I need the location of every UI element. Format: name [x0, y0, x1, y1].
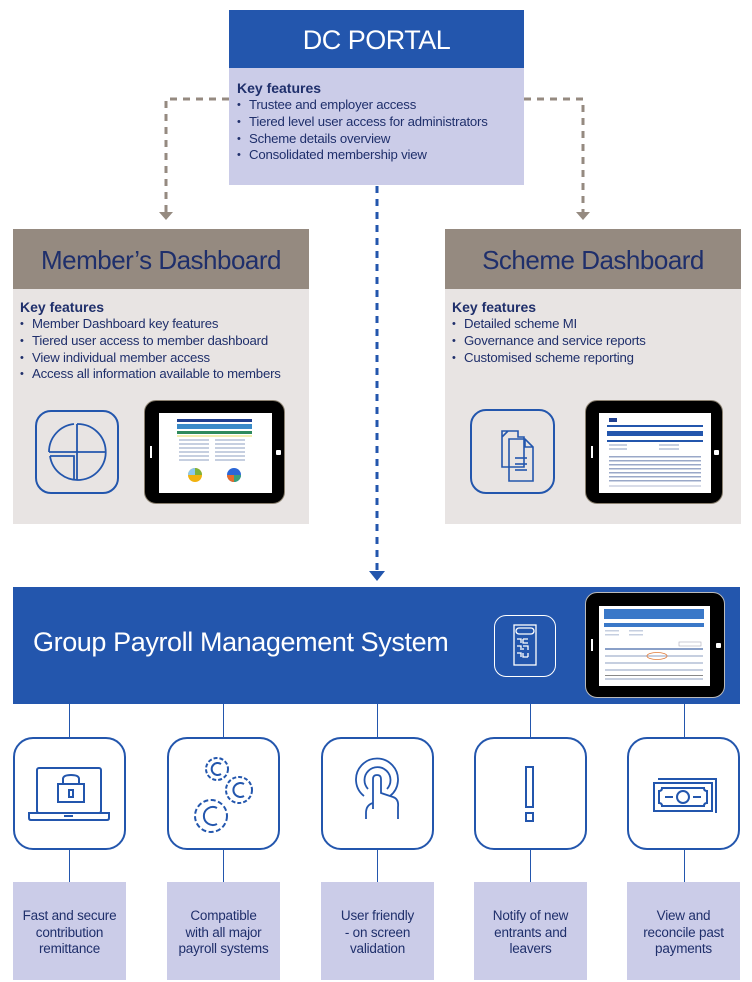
dc-portal-box: DC PORTAL Key features Trustee and emplo…: [229, 10, 524, 185]
member-dashboard-tablet-image: [144, 400, 285, 504]
feature-box-reconcile: View and reconcile past payments: [627, 882, 740, 980]
key-features-label: Key features: [20, 299, 105, 315]
feature-box-secure: Fast and secure contribution remittance: [13, 882, 126, 980]
feature-icon-box-notify: [474, 737, 587, 850]
arrowhead-member: [159, 212, 173, 220]
gears-icon: [194, 757, 253, 833]
feature-label-line: - on screen: [344, 924, 411, 940]
documents-icon-box: [470, 409, 555, 494]
list-item: Member Dashboard key features: [20, 316, 302, 333]
gpms-tablet-image: [585, 592, 725, 698]
feature-label-line: User friendly: [340, 908, 415, 923]
banknote-icon: [653, 778, 717, 813]
connector-line: [69, 850, 70, 882]
gpms-banner: Group Payroll Management System: [13, 587, 740, 704]
calculator-icon: [513, 624, 537, 666]
list-item: Detailed scheme MI: [452, 316, 734, 333]
list-item: Trustee and employer access: [237, 97, 516, 114]
calculator-icon-box: [494, 615, 556, 677]
arrowhead-gpms: [369, 571, 385, 581]
list-item: Tiered level user access for administrat…: [237, 114, 516, 131]
feature-label-line: Fast and secure: [22, 908, 117, 923]
feature-label-line: reconcile past: [643, 924, 724, 940]
connector-line: [530, 850, 531, 882]
pie-chart-icon: [48, 423, 107, 481]
dc-portal-title: DC PORTAL: [229, 10, 524, 68]
list-item: View individual member access: [20, 350, 302, 367]
list-item: Access all information available to memb…: [20, 366, 302, 383]
member-dashboard-title: Member’s Dashboard: [13, 229, 309, 289]
feature-box-compatible: Compatible with all major payroll system…: [167, 882, 280, 980]
feature-label-line: remittance: [38, 941, 101, 956]
feature-label-line: Compatible: [190, 908, 257, 923]
connector-line: [377, 850, 378, 882]
feature-label-line: leavers: [509, 941, 552, 956]
list-item: Customised scheme reporting: [452, 350, 734, 367]
exclamation-icon: [525, 766, 534, 822]
scheme-dashboard-tablet-image: [585, 400, 723, 504]
connector-portal-to-scheme: [524, 97, 585, 212]
gpms-screenshot: [604, 609, 704, 680]
portal-feature-list: Trustee and employer access Tiered level…: [237, 97, 516, 164]
connector-line: [223, 850, 224, 882]
laptop-lock-icon: [28, 767, 110, 821]
scheme-dashboard-screenshot: [607, 418, 703, 487]
feature-box-notify: Notify of new entrants and leavers: [474, 882, 587, 980]
connector-line: [530, 704, 531, 737]
documents-icon: [501, 430, 534, 482]
connector-line: [684, 850, 685, 882]
feature-label-line: contribution: [35, 924, 104, 940]
gpms-title: Group Payroll Management System: [33, 627, 449, 657]
feature-label-line: entrants and: [494, 924, 567, 940]
feature-icon-box-secure: [13, 737, 126, 850]
connector-line: [69, 704, 70, 737]
feature-label-line: with all major: [185, 924, 262, 940]
feature-label-line: View and: [656, 908, 711, 923]
feature-icon-box-user-friendly: [321, 737, 434, 850]
scheme-dashboard-box: Scheme Dashboard Key features Detailed s…: [445, 229, 741, 524]
feature-icon-box-compatible: [167, 737, 280, 850]
feature-icon-box-reconcile: [627, 737, 740, 850]
feature-label-line: validation: [349, 941, 406, 956]
feature-label-line: payroll systems: [178, 941, 269, 956]
connector-line: [223, 704, 224, 737]
list-item: Tiered user access to member dashboard: [20, 333, 302, 350]
feature-label-line: Notify of new: [492, 908, 569, 923]
touch-icon: [355, 757, 400, 819]
connector-line: [684, 704, 685, 737]
feature-label-line: payments: [655, 941, 712, 956]
arrowhead-scheme: [576, 212, 590, 220]
scheme-dashboard-title: Scheme Dashboard: [445, 229, 741, 289]
key-features-label: Key features: [237, 80, 322, 96]
member-dashboard-screenshot: [177, 419, 252, 482]
connector-portal-to-member: [164, 97, 229, 212]
key-features-label: Key features: [452, 299, 537, 315]
member-feature-list: Member Dashboard key features Tiered use…: [20, 316, 302, 383]
list-item: Consolidated membership view: [237, 147, 516, 164]
list-item: Scheme details overview: [237, 131, 516, 148]
list-item: Governance and service reports: [452, 333, 734, 350]
feature-box-user-friendly: User friendly - on screen validation: [321, 882, 434, 980]
connector-line: [377, 704, 378, 737]
scheme-feature-list: Detailed scheme MI Governance and servic…: [452, 316, 734, 366]
member-dashboard-box: Member’s Dashboard Key features Member D…: [13, 229, 309, 524]
pie-chart-icon-box: [35, 410, 119, 494]
